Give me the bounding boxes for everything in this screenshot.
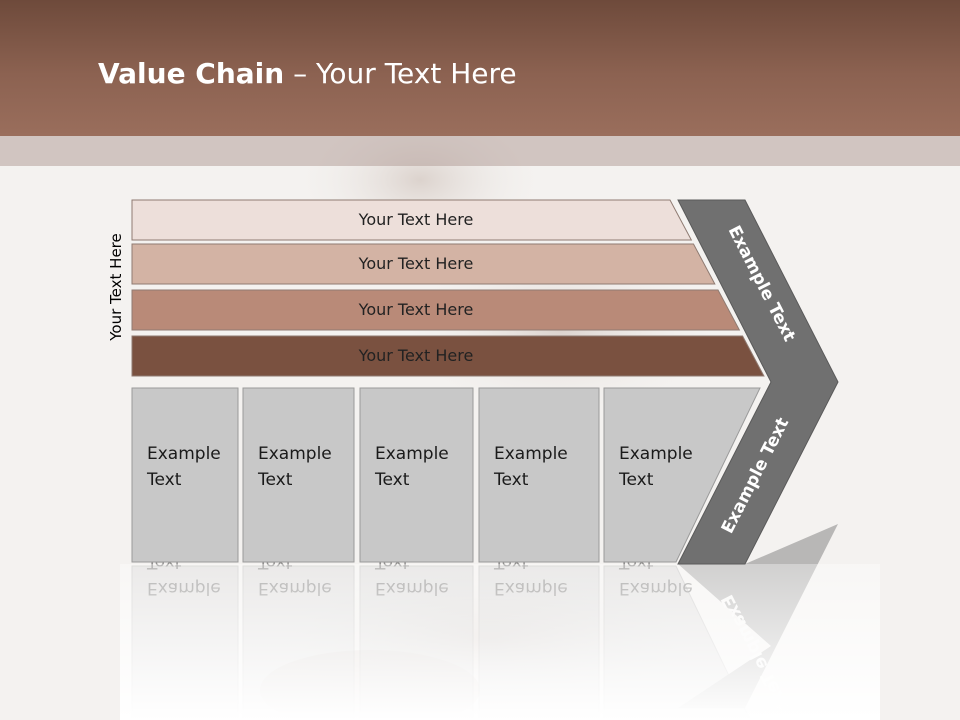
title-bold: Value Chain xyxy=(98,57,285,90)
bar-3 xyxy=(131,289,741,331)
bar-label-1[interactable]: Your Text Here xyxy=(358,210,474,229)
bar-4 xyxy=(131,335,765,377)
bar-label-3[interactable]: Your Text Here xyxy=(358,300,474,319)
box-2 xyxy=(242,387,355,563)
box-5 xyxy=(603,387,761,563)
box-3 xyxy=(359,387,474,563)
bar-label-2[interactable]: Your Text Here xyxy=(358,254,474,273)
box-label-1-line2[interactable]: Text xyxy=(146,470,182,490)
slide-title[interactable]: Value Chain – Your Text Here xyxy=(98,54,517,94)
chevron-arrow xyxy=(677,199,839,565)
box-label-3-line1[interactable]: Example xyxy=(375,444,449,464)
box-label-1-line1[interactable]: Example xyxy=(147,444,221,464)
title-rest: – Your Text Here xyxy=(284,57,517,90)
bar-1 xyxy=(131,199,693,241)
box-label-2-line1[interactable]: Example xyxy=(258,444,332,464)
title-strip xyxy=(0,136,960,166)
box-4 xyxy=(478,387,600,563)
title-bar xyxy=(0,0,960,136)
box-label-4-line1[interactable]: Example xyxy=(494,444,568,464)
bar-label-4[interactable]: Your Text Here xyxy=(358,346,474,365)
reflection-fade xyxy=(120,564,880,720)
box-label-2-line2[interactable]: Text xyxy=(257,470,293,490)
box-label-3-line2[interactable]: Text xyxy=(374,470,410,490)
box-label-5-line2[interactable]: Text xyxy=(618,470,654,490)
box-label-5-line1[interactable]: Example xyxy=(619,444,693,464)
box-label-4-line2[interactable]: Text xyxy=(493,470,529,490)
box-1 xyxy=(131,387,239,563)
bar-2 xyxy=(131,243,716,285)
